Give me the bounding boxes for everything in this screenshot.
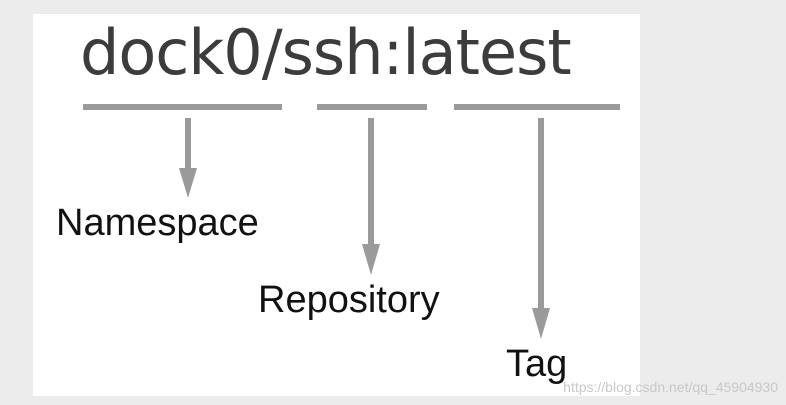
namespace-part: dock0 [80, 16, 263, 89]
namespace-label: Namespace [56, 202, 259, 244]
colon-separator: : [382, 16, 404, 89]
repository-part: ssh [281, 16, 384, 89]
namespace-underline [83, 104, 282, 110]
tag-underline [454, 104, 620, 110]
image-name: dock0/ssh:latest [80, 22, 572, 84]
namespace-arrow [179, 118, 197, 198]
tag-label: Tag [506, 343, 568, 385]
repository-label: Repository [258, 279, 440, 321]
tag-part: latest [402, 16, 571, 89]
slash-separator: / [261, 16, 283, 89]
tag-arrow [532, 118, 550, 339]
watermark-text: https://blog.csdn.net/qq_45904930 [563, 379, 778, 395]
repository-underline [317, 104, 427, 110]
repository-arrow [362, 118, 380, 275]
